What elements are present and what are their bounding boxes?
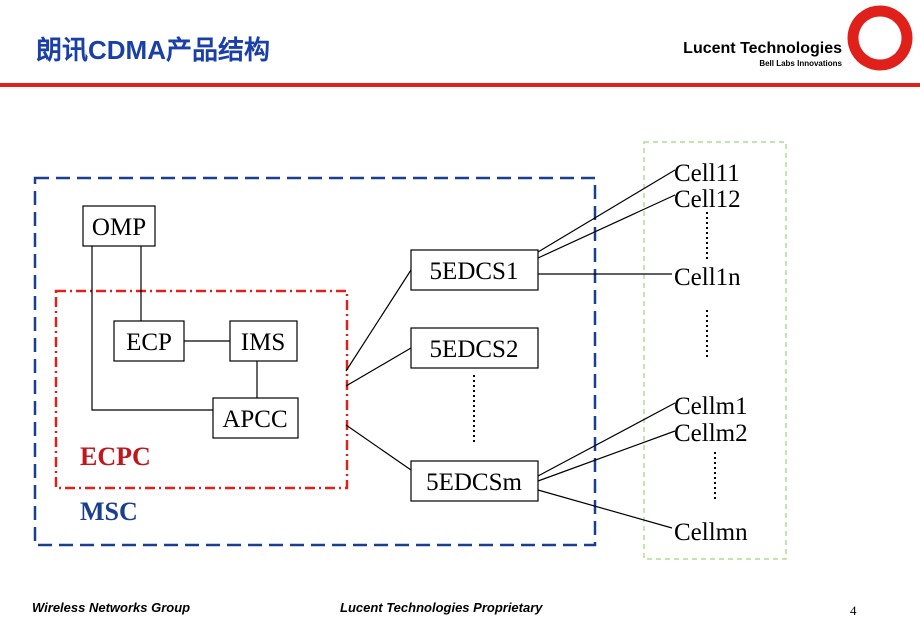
apcc-to-edcs1-line bbox=[345, 269, 412, 372]
apcc-box bbox=[212, 397, 299, 439]
edcs1-to-cell11-line bbox=[537, 169, 676, 253]
omp-label: OMP bbox=[92, 214, 146, 241]
footer-group-name: Wireless Networks Group bbox=[32, 600, 191, 615]
lucent-ring-logo-icon bbox=[847, 5, 913, 71]
brand-name: Lucent Technologies bbox=[683, 40, 842, 57]
omp-to-apcc-line bbox=[91, 246, 213, 411]
apcc-to-edcs2-line bbox=[345, 347, 412, 387]
edcsm-to-cellm1-line bbox=[537, 402, 676, 477]
cell12-label: Cell12 bbox=[674, 186, 741, 213]
msc-boundary bbox=[33, 176, 597, 547]
ims-label: IMS bbox=[241, 329, 285, 356]
header-divider bbox=[0, 83, 920, 87]
apcc-label: APCC bbox=[222, 406, 287, 433]
brand-block: Lucent Technologies Bell Labs Innovation… bbox=[683, 40, 842, 68]
edcsm-label: 5EDCSm bbox=[426, 469, 522, 496]
edcs1-label: 5EDCS1 bbox=[430, 258, 519, 285]
ecpc-boundary bbox=[54, 289, 349, 490]
ims-box bbox=[229, 320, 298, 362]
cellm2-label: Cellm2 bbox=[674, 420, 748, 447]
edcsm-to-cellmn-line bbox=[537, 489, 673, 529]
edcs1-to-cell12-line bbox=[537, 194, 676, 259]
cellmn-label: Cellmn bbox=[674, 519, 748, 546]
edcs1-box bbox=[410, 249, 539, 291]
omp-box bbox=[82, 205, 156, 247]
ecp-box bbox=[113, 320, 185, 362]
cells-boundary bbox=[643, 141, 787, 560]
ecpc-group-label: ECPC bbox=[80, 442, 151, 471]
edcsm-to-cellm2-line bbox=[537, 430, 676, 482]
msc-group-label: MSC bbox=[80, 497, 138, 526]
cell11-label: Cell11 bbox=[674, 160, 740, 187]
footer-proprietary: Lucent Technologies Proprietary bbox=[340, 600, 543, 615]
cellm1-label: Cellm1 bbox=[674, 393, 748, 420]
edcsm-box bbox=[410, 460, 539, 502]
page-number: 4 bbox=[850, 603, 857, 618]
edcs2-label: 5EDCS2 bbox=[430, 336, 519, 363]
architecture-diagram: OMP ECP IMS APCC 5EDCS1 5EDCS2 5EDCSm EC… bbox=[33, 141, 787, 560]
brand-tagline: Bell Labs Innovations bbox=[759, 59, 842, 68]
cell1n-label: Cell1n bbox=[674, 264, 741, 291]
ecp-label: ECP bbox=[126, 329, 172, 356]
edcs2-box bbox=[410, 327, 539, 369]
slide-title: 朗讯CDMA产品结构 bbox=[36, 35, 270, 65]
apcc-to-edcsm-line bbox=[345, 424, 412, 471]
